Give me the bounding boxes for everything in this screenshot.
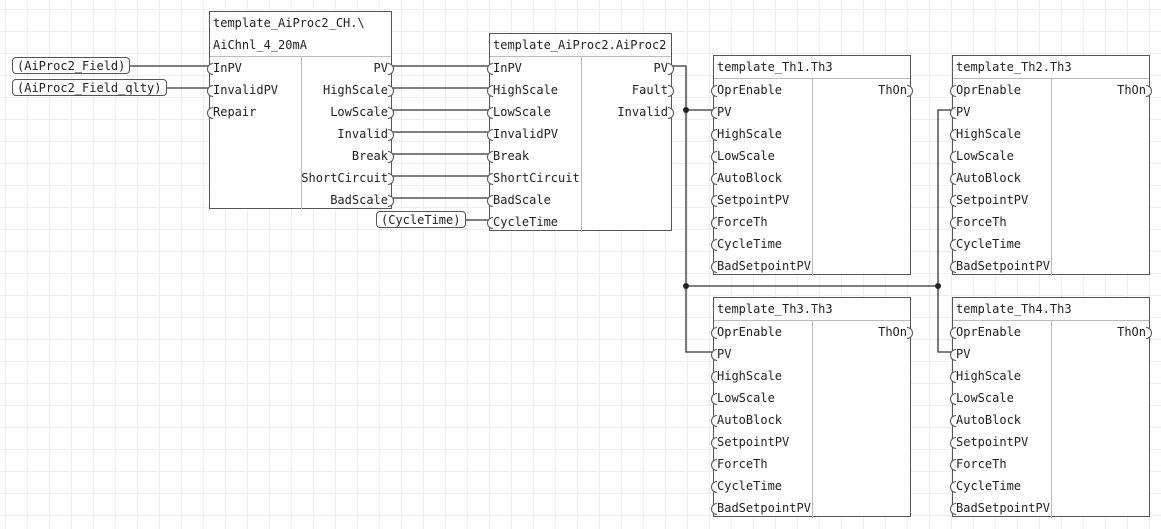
column-divider: [301, 57, 302, 209]
input-pin-autoblock[interactable]: AutoBlock: [950, 167, 1050, 189]
output-pin-thon[interactable]: ThOn: [878, 321, 913, 343]
block-aiproc2-ch[interactable]: template_AiProc2_CH.\ AiChnl_4_20mA InPV…: [206, 11, 394, 211]
output-pin-highscale[interactable]: HighScale: [301, 79, 394, 101]
input-pin-forceth[interactable]: ForceTh: [711, 453, 811, 475]
input-pin-break[interactable]: Break: [487, 145, 580, 167]
input-pin-forceth[interactable]: ForceTh: [711, 211, 811, 233]
input-pin-cycletime[interactable]: CycleTime: [711, 475, 811, 497]
input-pin-invalidpv[interactable]: InvalidPV: [206, 79, 278, 101]
input-pin-inpv[interactable]: InPV: [206, 57, 278, 79]
output-pin-lowscale[interactable]: LowScale: [301, 101, 394, 123]
input-pin-oprenable[interactable]: OprEnable: [711, 79, 811, 101]
input-pin-lowscale[interactable]: LowScale: [950, 145, 1050, 167]
input-pin-repair[interactable]: Repair: [206, 101, 278, 123]
block-title: template_Th1.Th3: [714, 56, 910, 79]
output-pin-thon[interactable]: ThOn: [1117, 321, 1152, 343]
input-pin-badsetpointpv[interactable]: BadSetpointPV: [711, 255, 811, 277]
output-pin-break[interactable]: Break: [301, 145, 394, 167]
block-title: template_Th3.Th3: [714, 298, 910, 321]
input-pin-inpv[interactable]: InPV: [487, 57, 580, 79]
input-pin-badscale[interactable]: BadScale: [487, 189, 580, 211]
input-pin-shortcircuit[interactable]: ShortCircuit: [487, 167, 580, 189]
output-pin-badscale[interactable]: BadScale: [301, 189, 394, 211]
input-pin-pv[interactable]: PV: [711, 343, 811, 365]
input-pin-badsetpointpv[interactable]: BadSetpointPV: [950, 497, 1050, 519]
input-pin-highscale[interactable]: HighScale: [711, 365, 811, 387]
output-pin-shortcircuit[interactable]: ShortCircuit: [301, 167, 394, 189]
input-pin-cycletime[interactable]: CycleTime: [711, 233, 811, 255]
terminal-cycletime[interactable]: CycleTime: [376, 211, 466, 228]
input-pin-badsetpointpv[interactable]: BadSetpointPV: [711, 497, 811, 519]
input-pin-lowscale[interactable]: LowScale: [950, 387, 1050, 409]
block-title-line1: template_AiProc2_CH.\: [213, 16, 365, 30]
input-pin-oprenable[interactable]: OprEnable: [711, 321, 811, 343]
column-divider: [812, 321, 813, 518]
block-aiproc2[interactable]: template_AiProc2.AiProc2 InPV HighScale …: [487, 33, 674, 233]
output-pin-pv[interactable]: PV: [301, 57, 394, 79]
output-pin-thon[interactable]: ThOn: [878, 79, 913, 101]
input-pin-setpointpv[interactable]: SetpointPV: [711, 189, 811, 211]
input-pin-lowscale[interactable]: LowScale: [487, 101, 580, 123]
input-pin-lowscale[interactable]: LowScale: [711, 145, 811, 167]
input-pin-autoblock[interactable]: AutoBlock: [711, 167, 811, 189]
input-pin-badsetpointpv[interactable]: BadSetpointPV: [950, 255, 1050, 277]
input-pin-highscale[interactable]: HighScale: [950, 123, 1050, 145]
output-pin-fault[interactable]: Fault: [617, 79, 674, 101]
column-divider: [581, 57, 582, 232]
input-pin-autoblock[interactable]: AutoBlock: [711, 409, 811, 431]
block-title: template_Th2.Th3: [953, 56, 1149, 79]
input-pin-cycletime[interactable]: CycleTime: [950, 233, 1050, 255]
input-pin-forceth[interactable]: ForceTh: [950, 453, 1050, 475]
input-pin-pv[interactable]: PV: [711, 101, 811, 123]
input-pin-cycletime[interactable]: CycleTime: [487, 211, 580, 233]
column-divider: [1051, 79, 1052, 276]
input-pin-lowscale[interactable]: LowScale: [711, 387, 811, 409]
input-pin-invalidpv[interactable]: InvalidPV: [487, 123, 580, 145]
output-pin-thon[interactable]: ThOn: [1117, 79, 1152, 101]
input-pin-highscale[interactable]: HighScale: [487, 79, 580, 101]
input-pin-setpointpv[interactable]: SetpointPV: [711, 431, 811, 453]
output-pin-pv[interactable]: PV: [617, 57, 674, 79]
terminal-aiproc2-field-qlty[interactable]: AiProc2_Field_qlty: [12, 79, 167, 96]
input-pin-highscale[interactable]: HighScale: [711, 123, 811, 145]
output-pin-invalid[interactable]: Invalid: [617, 101, 674, 123]
column-divider: [812, 79, 813, 276]
input-pin-setpointpv[interactable]: SetpointPV: [950, 189, 1050, 211]
output-pin-invalid[interactable]: Invalid: [301, 123, 394, 145]
column-divider: [1051, 321, 1052, 518]
input-pin-autoblock[interactable]: AutoBlock: [950, 409, 1050, 431]
input-pin-forceth[interactable]: ForceTh: [950, 211, 1050, 233]
input-pin-oprenable[interactable]: OprEnable: [950, 321, 1050, 343]
terminal-aiproc2-field[interactable]: AiProc2_Field: [12, 57, 131, 74]
input-pin-pv[interactable]: PV: [950, 343, 1050, 365]
input-pin-highscale[interactable]: HighScale: [950, 365, 1050, 387]
block-title: template_AiProc2.AiProc2: [490, 34, 671, 57]
block-title-line2: AiChnl_4_20mA: [210, 34, 391, 57]
input-pin-oprenable[interactable]: OprEnable: [950, 79, 1050, 101]
input-pin-cycletime[interactable]: CycleTime: [950, 475, 1050, 497]
input-pin-setpointpv[interactable]: SetpointPV: [950, 431, 1050, 453]
block-title: template_Th4.Th3: [953, 298, 1149, 321]
input-pin-pv[interactable]: PV: [950, 101, 1050, 123]
